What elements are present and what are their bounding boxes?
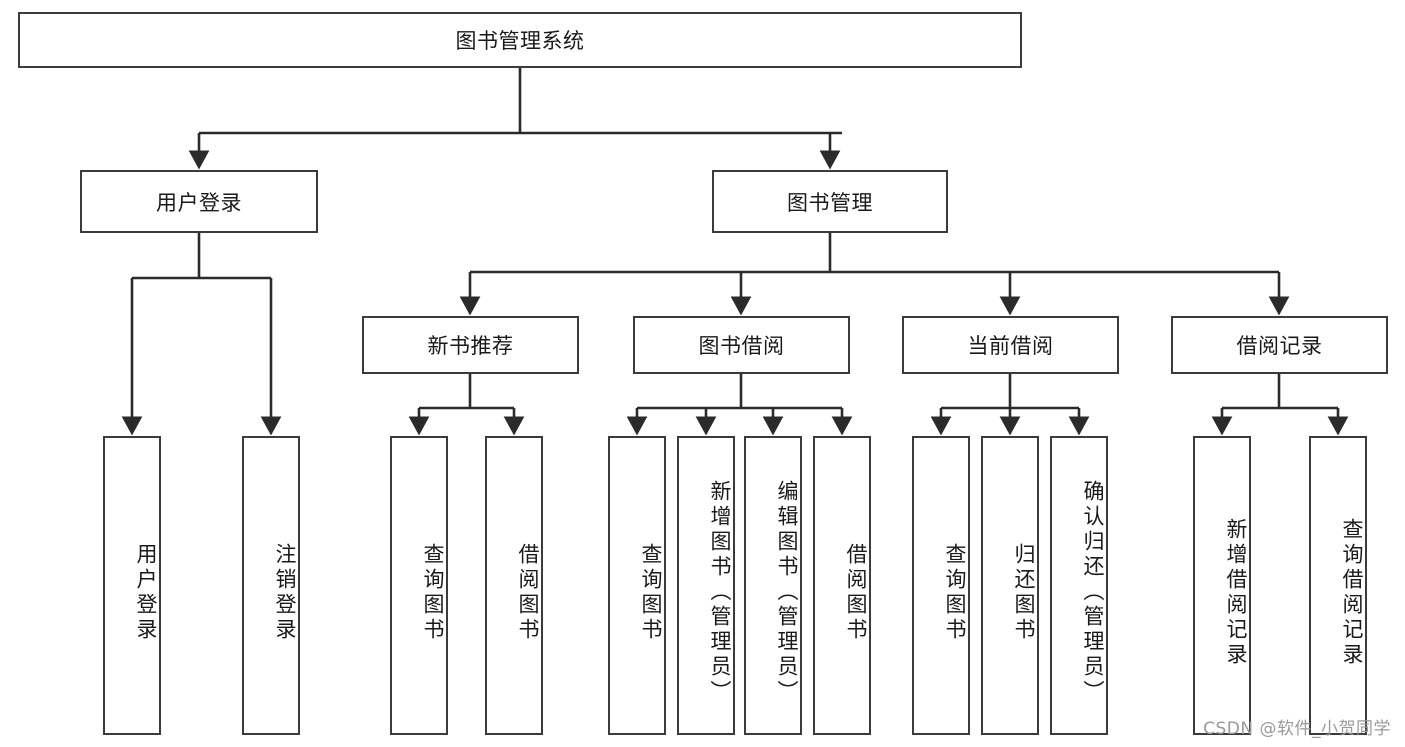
watermark: CSDN @软件_小贺同学: [1203, 719, 1391, 739]
node-leaf-user-login-label: 用户登录: [134, 542, 158, 643]
node-borrow-record[interactable]: 借阅记录: [1171, 316, 1388, 374]
node-leaf-user-login[interactable]: 用户登录: [103, 436, 161, 735]
node-leaf-borrow-book-2[interactable]: 借阅图书: [813, 436, 871, 735]
node-leaf-query-book-2-label: 查询图书: [639, 542, 663, 643]
node-leaf-edit-book[interactable]: 编辑图书（管理员）: [744, 436, 802, 735]
node-current-borrow[interactable]: 当前借阅: [902, 316, 1119, 374]
node-book-management[interactable]: 图书管理: [712, 170, 948, 233]
node-book-management-label: 图书管理: [787, 190, 873, 215]
node-leaf-add-record-label: 新增借阅记录: [1224, 517, 1248, 668]
node-leaf-add-book[interactable]: 新增图书（管理员）: [677, 436, 735, 735]
node-leaf-query-book-1[interactable]: 查询图书: [390, 436, 448, 735]
node-root-label: 图书管理系统: [455, 29, 585, 53]
node-user-login-label: 用户登录: [156, 190, 242, 215]
node-current-borrow-label: 当前借阅: [967, 334, 1054, 358]
node-leaf-borrow-book-1[interactable]: 借阅图书: [485, 436, 543, 735]
node-leaf-return-book-label: 归还图书: [1012, 542, 1036, 643]
node-leaf-confirm-return[interactable]: 确认归还（管理员）: [1050, 436, 1108, 735]
node-leaf-query-book-2[interactable]: 查询图书: [608, 436, 666, 735]
node-leaf-borrow-book-1-label: 借阅图书: [516, 542, 540, 643]
node-new-book-recommend-label: 新书推荐: [427, 334, 514, 358]
node-book-borrow[interactable]: 图书借阅: [633, 316, 850, 374]
node-leaf-add-record[interactable]: 新增借阅记录: [1193, 436, 1251, 735]
node-root[interactable]: 图书管理系统: [18, 12, 1022, 68]
node-new-book-recommend[interactable]: 新书推荐: [362, 316, 579, 374]
node-leaf-return-book[interactable]: 归还图书: [981, 436, 1039, 735]
node-leaf-query-book-3-label: 查询图书: [943, 542, 967, 643]
node-leaf-query-record[interactable]: 查询借阅记录: [1309, 436, 1367, 735]
node-book-borrow-label: 图书借阅: [698, 334, 785, 358]
node-leaf-user-logout-label: 注销登录: [273, 542, 297, 643]
node-leaf-edit-book-label: 编辑图书（管理员）: [775, 480, 799, 705]
node-leaf-confirm-return-label: 确认归还（管理员）: [1081, 480, 1105, 705]
node-leaf-query-record-label: 查询借阅记录: [1340, 517, 1364, 668]
node-leaf-add-book-label: 新增图书（管理员）: [708, 480, 732, 705]
node-leaf-user-logout[interactable]: 注销登录: [242, 436, 300, 735]
node-leaf-query-book-1-label: 查询图书: [421, 542, 445, 643]
node-leaf-borrow-book-2-label: 借阅图书: [844, 542, 868, 643]
node-leaf-query-book-3[interactable]: 查询图书: [912, 436, 970, 735]
node-borrow-record-label: 借阅记录: [1236, 334, 1323, 358]
node-user-login[interactable]: 用户登录: [80, 170, 318, 233]
